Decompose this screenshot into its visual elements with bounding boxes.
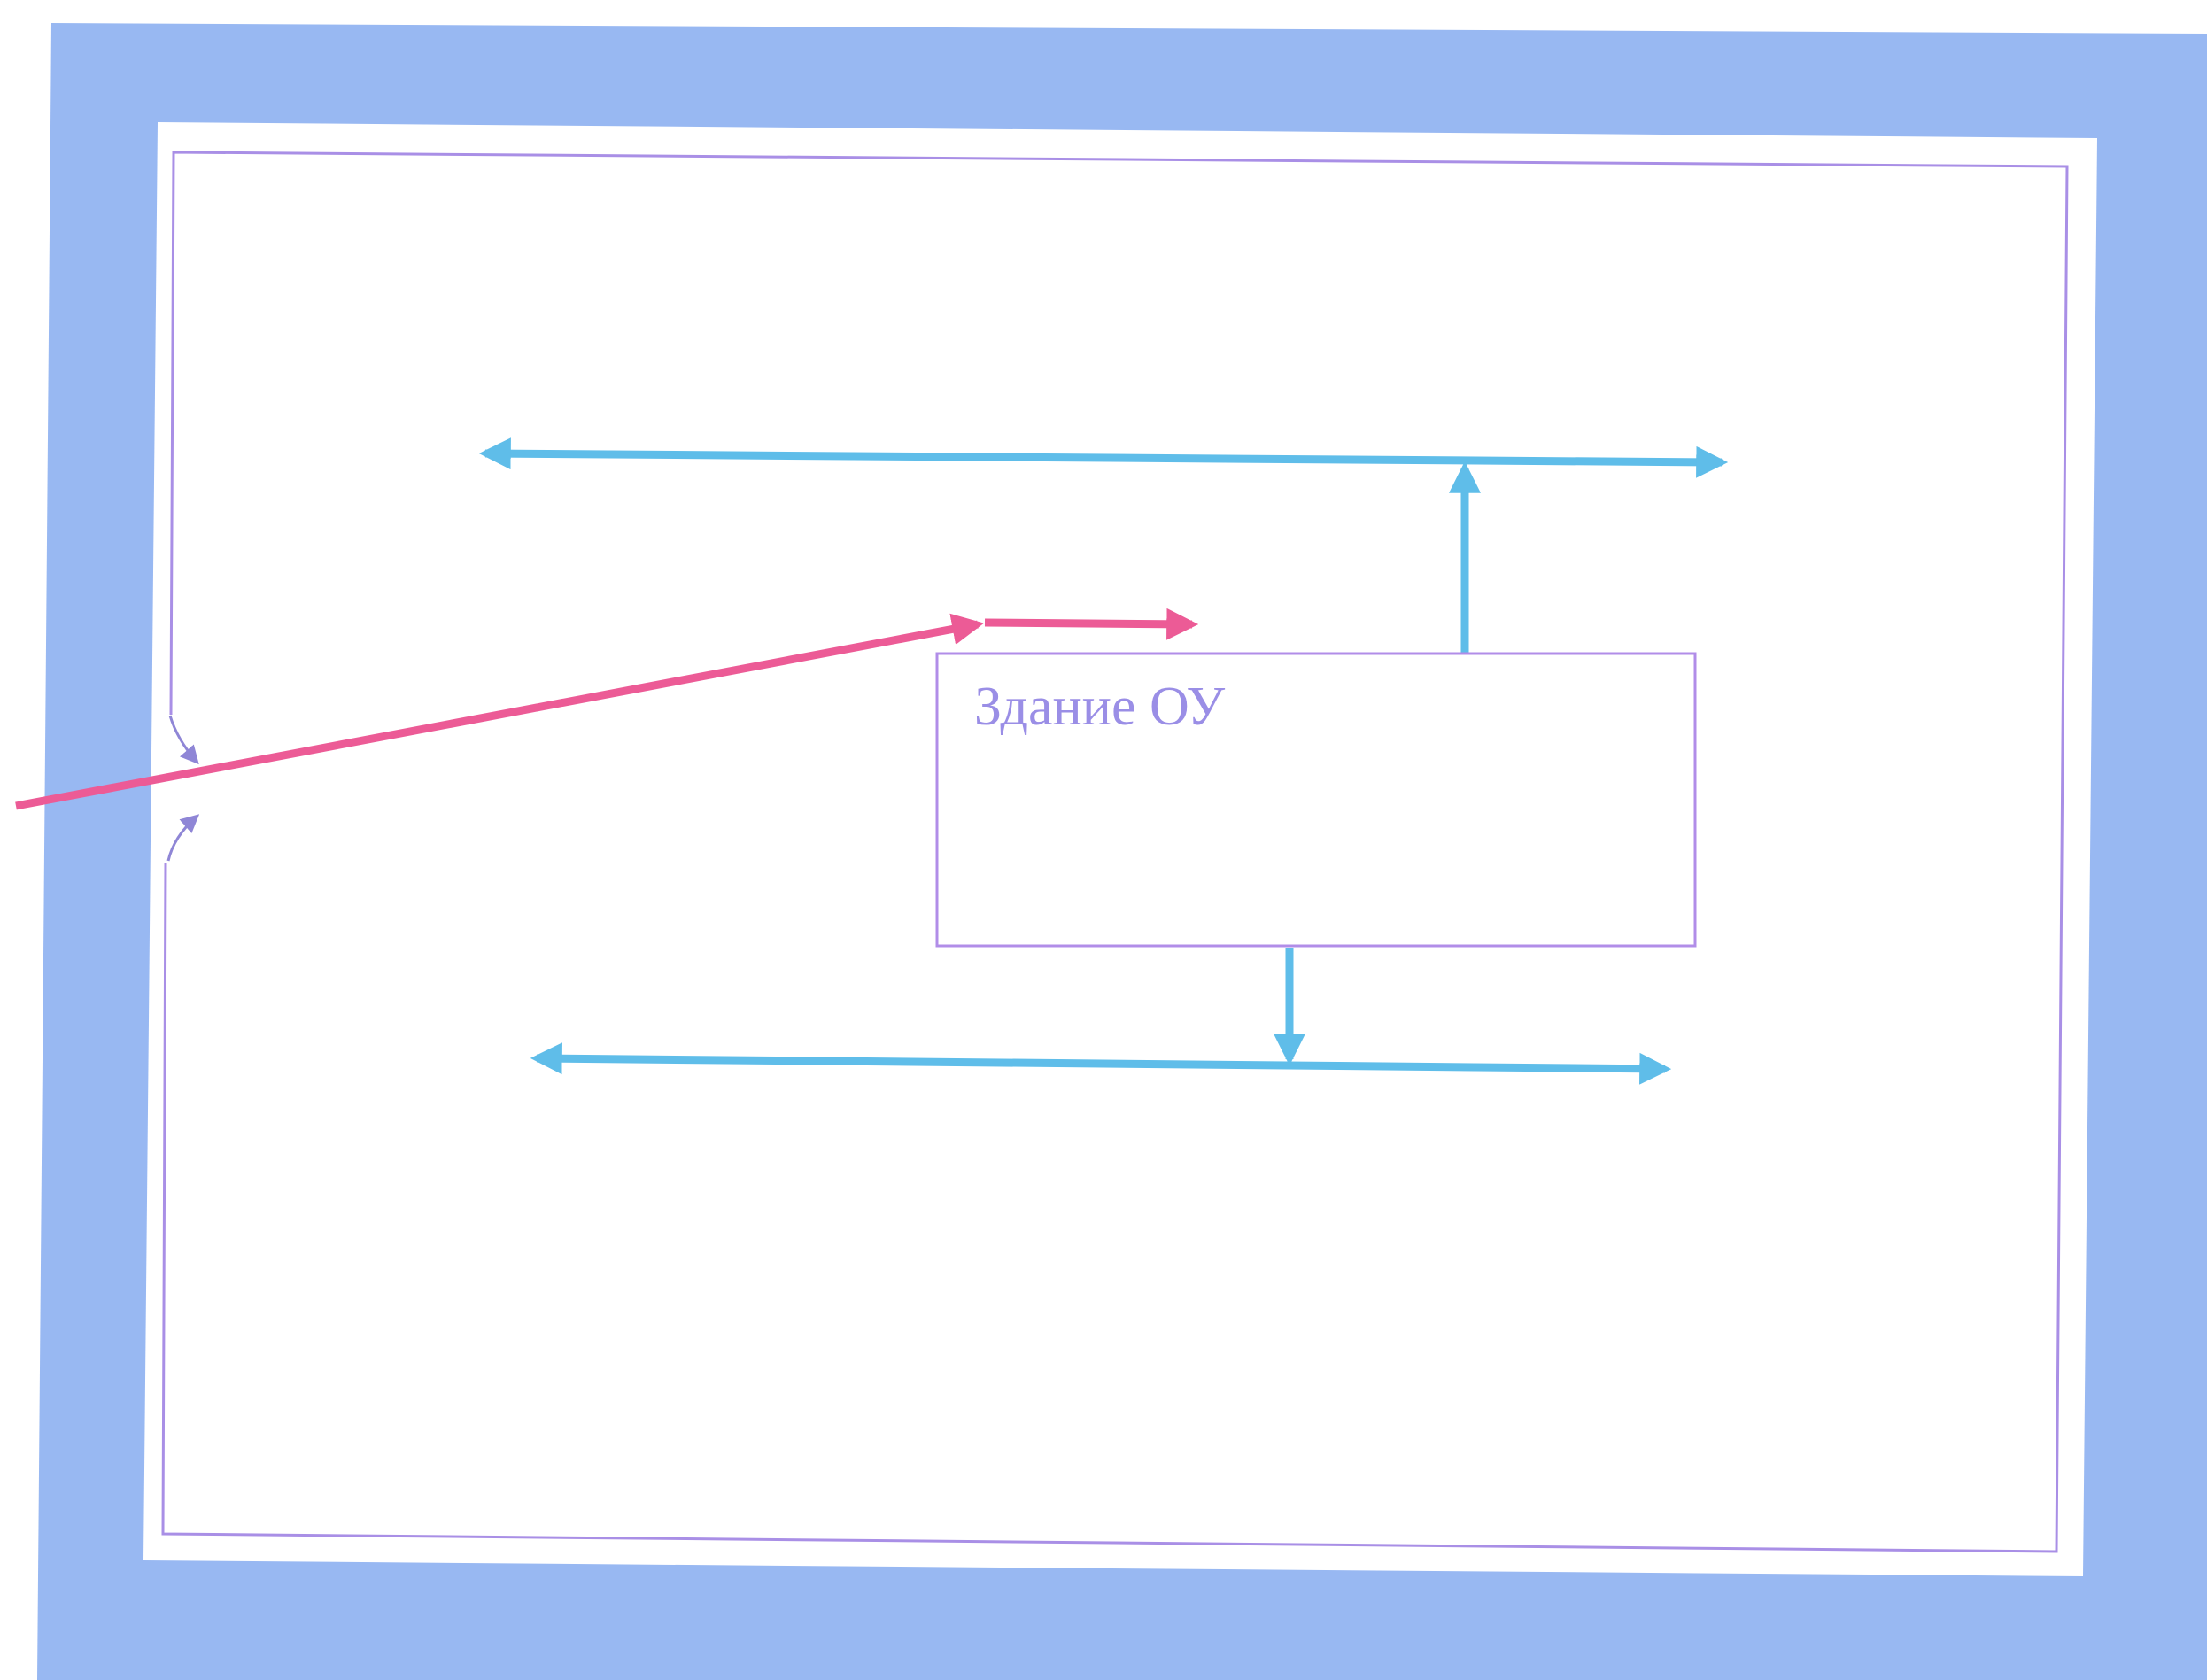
entry-arrow-continuation	[984, 608, 1199, 640]
entry-arrow	[15, 613, 985, 810]
building-label: Здание ОУ	[974, 677, 1225, 737]
site-boundary-line	[161, 151, 2069, 1553]
bottom-double-arrow	[530, 1042, 1672, 1085]
gate-arrow-bottom	[166, 814, 200, 862]
top-double-arrow	[478, 437, 1729, 478]
gate-arrow-top	[168, 715, 199, 765]
building-box	[935, 652, 1697, 948]
